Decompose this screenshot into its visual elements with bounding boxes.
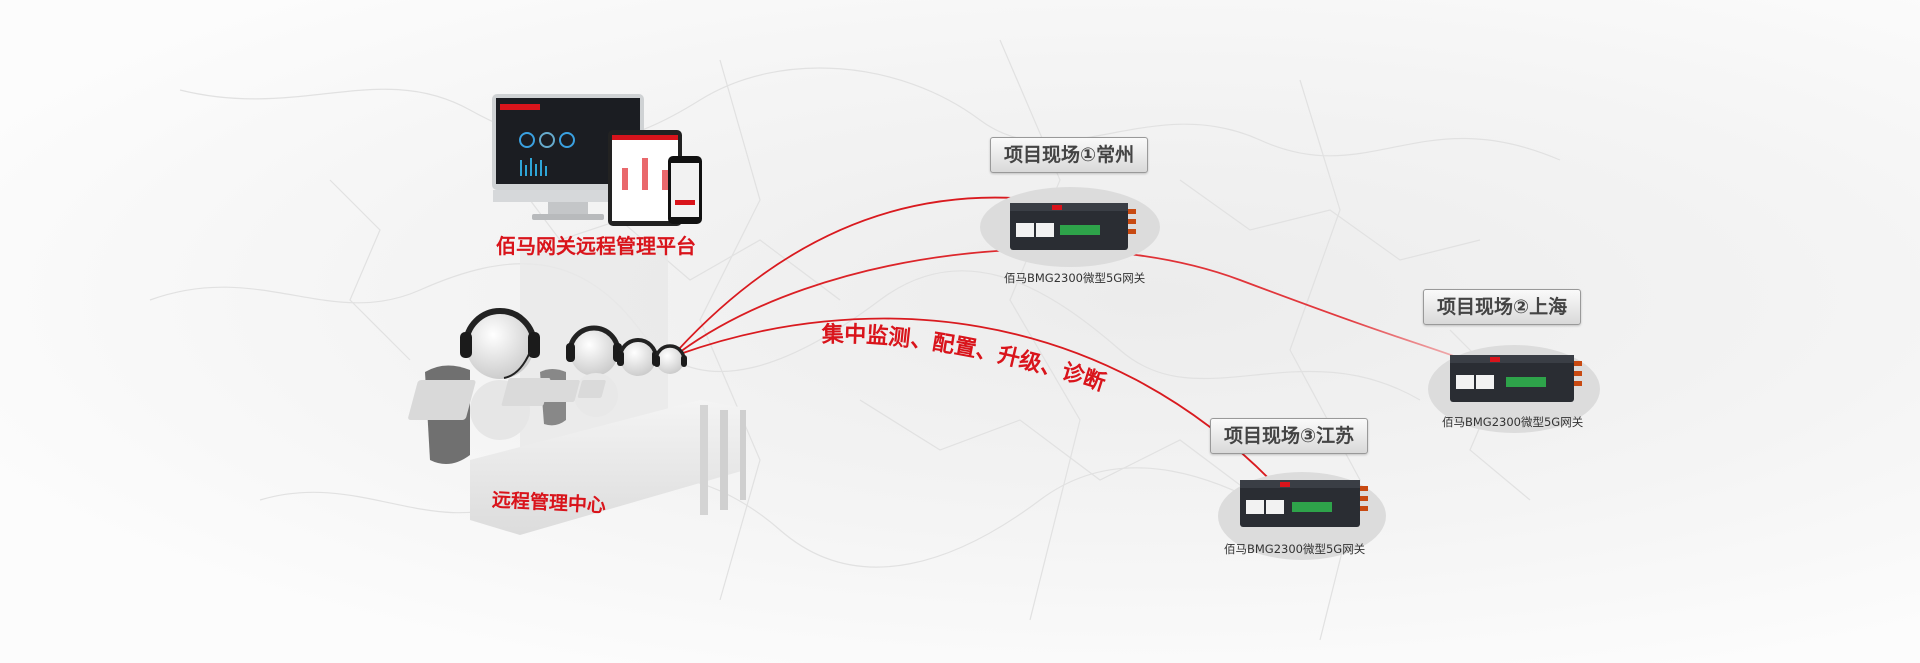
operator-avatar (577, 344, 687, 398)
site-2-device-caption: 佰马BMG2300微型5G网关 (1442, 415, 1584, 429)
phone-icon (668, 156, 702, 224)
platform-label: 佰马网关远程管理平台 (496, 234, 696, 258)
link-to-site-2 (679, 248, 1466, 361)
tablet-icon (608, 130, 682, 226)
gateway-icon (1428, 345, 1600, 433)
site-3-gateway (1218, 468, 1386, 568)
site-3-title: 项目现场③江苏 (1210, 418, 1369, 454)
site-3-device-caption: 佰马BMG2300微型5G网关 (1224, 542, 1366, 556)
gateway-icon (980, 187, 1160, 267)
link-to-site-3 (679, 317, 1281, 491)
site-1-gateway (980, 185, 1160, 275)
gateway-icon (1218, 472, 1386, 560)
site-1-device-caption: 佰马BMG2300微型5G网关 (1004, 271, 1146, 285)
site-1-title: 项目现场①常州 (990, 137, 1149, 173)
site-2-gateway (1428, 343, 1600, 443)
desk-row (470, 400, 746, 535)
operator-avatar (542, 338, 659, 402)
site-2-title: 项目现场②上海 (1423, 289, 1582, 325)
link-to-site-1 (677, 196, 1041, 351)
